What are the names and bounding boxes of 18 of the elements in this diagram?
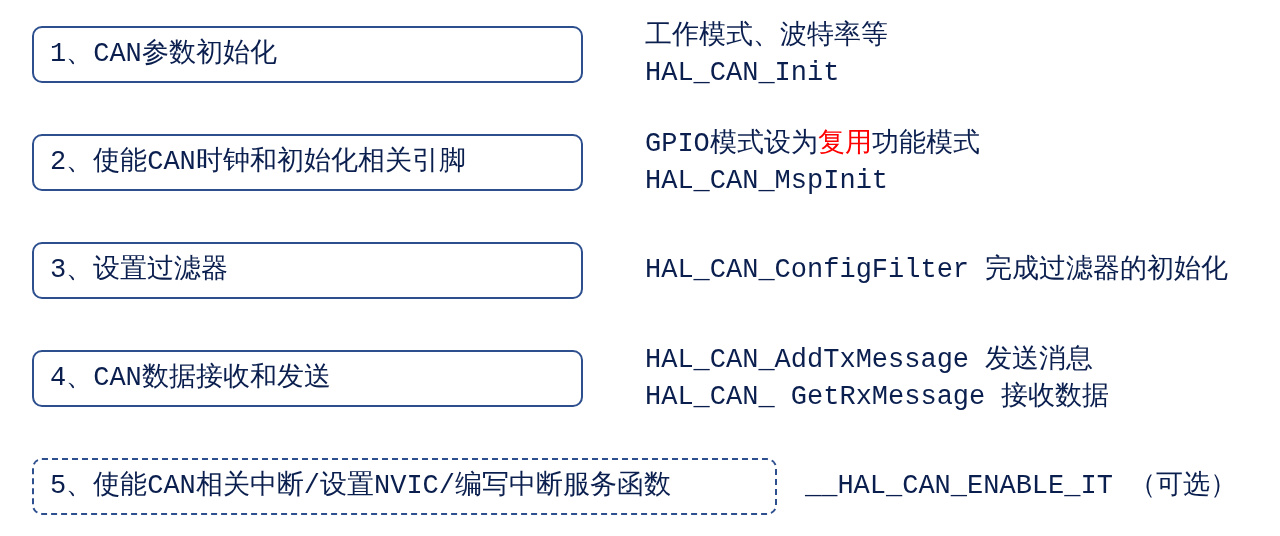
- step-box: [32, 26, 583, 83]
- annotation-text: HAL_CAN_AddTxMessage 发送消息: [645, 343, 1095, 377]
- annotation-text: __HAL_CAN_ENABLE_IT （可选）: [805, 470, 1239, 503]
- annotation-text: HAL_CAN_ConfigFilter 完成过滤器的初始化: [645, 253, 1230, 287]
- annotation-text: 工作模式、波特率等: [645, 19, 889, 53]
- step-box: [32, 134, 583, 191]
- step-box: [32, 242, 583, 299]
- step-label: 1、CAN参数初始化: [50, 38, 277, 71]
- annotation-text: HAL_CAN_Init: [645, 56, 841, 90]
- annotation-text: GPIO模式设为复用功能模式: [645, 127, 981, 161]
- step-label: 3、设置过滤器: [50, 254, 229, 287]
- step-box: [32, 350, 583, 407]
- annotation-text: HAL_CAN_ GetRxMessage 接收数据: [645, 380, 1111, 414]
- step-label: 2、使能CAN时钟和初始化相关引脚: [50, 146, 466, 179]
- step-label: 5、使能CAN相关中断/设置NVIC/编写中断服务函数: [50, 470, 672, 503]
- step-label: 4、CAN数据接收和发送: [50, 362, 331, 395]
- optional-step-box: [32, 458, 777, 515]
- annotation-text: HAL_CAN_MspInit: [645, 164, 890, 198]
